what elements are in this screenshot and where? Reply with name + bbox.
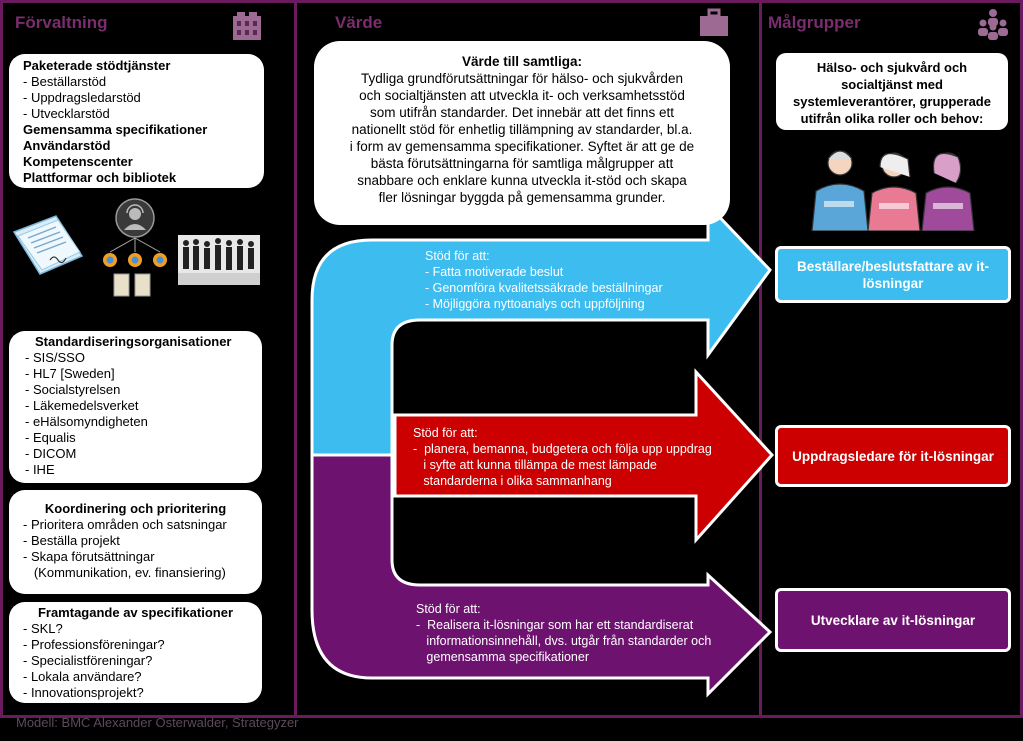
list-item: - eHälsomyndigheten	[25, 414, 148, 429]
intro-line: Hälso- och sjukvård och	[816, 60, 968, 75]
intro-line: utifrån olika roller och behov:	[800, 111, 984, 126]
varde-line: bästa förutsättningarna för samtliga mål…	[370, 156, 674, 171]
list-item: standarderna i olika sammanhang	[413, 474, 612, 488]
briefcase-icon	[700, 8, 728, 36]
paketerade-card: Paketerade stödtjänster - Beställarstöd …	[9, 54, 264, 188]
list-item: - IHE	[25, 462, 55, 477]
list-item: - Socialstyrelsen	[25, 382, 121, 397]
list-item: informationsinnehåll, dvs. utgår från st…	[416, 634, 712, 648]
list-item: - SIS/SSO	[25, 350, 85, 365]
varde-line: fler lösningar byggda på gemensamma grun…	[378, 190, 666, 205]
list-item: gemensamma specifikationer	[416, 650, 589, 664]
list-item: - Specialistföreningar?	[23, 653, 153, 668]
list-item: - Läkemedelsverket	[25, 398, 139, 413]
list-item: - DICOM	[25, 446, 77, 461]
standardisering-title: Standardiseringsorganisationer	[35, 334, 232, 349]
varde-line: snabbare och enklare kunna utveckla it-s…	[357, 173, 687, 188]
list-item: - Realisera it-lösningar som har ett sta…	[416, 618, 694, 632]
footer-credit: Modell: BMC Alexander Osterwalder, Strat…	[16, 715, 299, 730]
varde-line: Tydliga grundförutsättningar för hälso- …	[361, 71, 683, 86]
red-arrow-text: Stöd för att: - planera, bemanna, budget…	[413, 425, 712, 489]
red-heading: Stöd för att:	[413, 426, 478, 440]
list-item: - Utvecklarstöd	[23, 106, 110, 121]
list-item: - planera, bemanna, budgetera och följa …	[413, 442, 712, 456]
blue-heading: Stöd för att:	[425, 249, 490, 263]
list-item: - Prioritera områden och satsningar	[23, 517, 227, 532]
varde-line: i form av gemensamma specifikationer. Sy…	[349, 139, 695, 154]
list-item: - HL7 [Sweden]	[25, 366, 115, 381]
varde-card: Värde till samtliga: Tydliga grundföruts…	[314, 41, 730, 225]
malgrupper-column: Målgrupper	[759, 0, 1023, 718]
building-icon	[233, 12, 261, 40]
paketerade-title: Paketerade stödtjänster	[23, 58, 171, 73]
support-team-icon	[103, 198, 167, 297]
list-item: (Kommunikation, ev. finansiering)	[23, 565, 226, 580]
list-item: - Skapa förutsättningar	[23, 549, 155, 564]
koordinering-title: Koordinering och prioritering	[44, 501, 227, 516]
varde-line: och socialtjänsten att utveckla it- och …	[359, 88, 685, 103]
varde-title: Värde	[335, 13, 383, 32]
list-item: - Equalis	[25, 430, 76, 445]
purple-arrow-body	[310, 450, 773, 698]
list-item: - Uppdragsledarstöd	[23, 90, 141, 105]
document-icon	[12, 215, 84, 275]
list-item: - Fatta motiverade beslut	[425, 265, 564, 279]
list-item: - Lokala användare?	[23, 669, 142, 684]
varde-line: som utifrån standarder. Det innebär att …	[370, 105, 674, 120]
list-item: i syfte att kunna tillämpa de mest lämpa…	[413, 458, 657, 472]
varde-card-title: Värde till samtliga:	[461, 54, 583, 69]
bestallare-box: Beställare/beslutsfattare av it-lösninga…	[775, 246, 1011, 303]
purple-heading: Stöd för att:	[416, 602, 481, 616]
varde-line: nationellt stöd för enhetlig tillämpning…	[351, 122, 693, 137]
list-item: - Beställarstöd	[23, 74, 107, 89]
framtagande-title: Framtagande av specifikationer	[37, 605, 234, 620]
list-item: Plattformar och bibliotek	[23, 170, 177, 185]
red-arrow-body	[393, 368, 775, 544]
uppdragsledare-box: Uppdragsledare för it-lösningar	[775, 425, 1011, 487]
purple-arrow-text: Stöd för att: - Realisera it-lösningar s…	[416, 601, 711, 665]
utvecklare-box: Utvecklare av it-lösningar	[775, 588, 1011, 652]
malgrupper-intro-card: Hälso- och sjukvård och socialtjänst med…	[776, 53, 1008, 130]
list-item: - Beställa projekt	[23, 533, 120, 548]
three-people-illustration	[811, 150, 975, 231]
list-item: - Innovationsprojekt?	[23, 685, 144, 700]
people-group-icon	[978, 9, 1008, 40]
list-item: Gemensamma specifikationer	[23, 122, 208, 137]
intro-line: systemleverantörer, grupperade	[793, 94, 991, 109]
forvaltning-title: Förvaltning	[15, 13, 108, 32]
standardisering-card: Standardiseringsorganisationer - SIS/SSO…	[9, 331, 262, 483]
list-item: Användarstöd	[23, 138, 111, 153]
intro-line: socialtjänst med	[841, 77, 943, 92]
list-item: - Professionsföreningar?	[23, 637, 165, 652]
list-item: - Genomföra kvalitetssäkrade beställning…	[425, 281, 663, 295]
people-silhouettes-icon	[178, 235, 260, 285]
list-item: - SKL?	[23, 621, 63, 636]
malgrupper-title: Målgrupper	[768, 13, 861, 32]
list-item: Kompetenscenter	[23, 154, 133, 169]
blue-arrow-text: Stöd för att: - Fatta motiverade beslut …	[425, 248, 663, 312]
framtagande-card: Framtagande av specifikationer - SKL? - …	[9, 602, 262, 703]
list-item: - Möjliggöra nyttoanalys och uppföljning	[425, 297, 645, 311]
koordinering-card: Koordinering och prioritering - Priorite…	[9, 490, 262, 594]
